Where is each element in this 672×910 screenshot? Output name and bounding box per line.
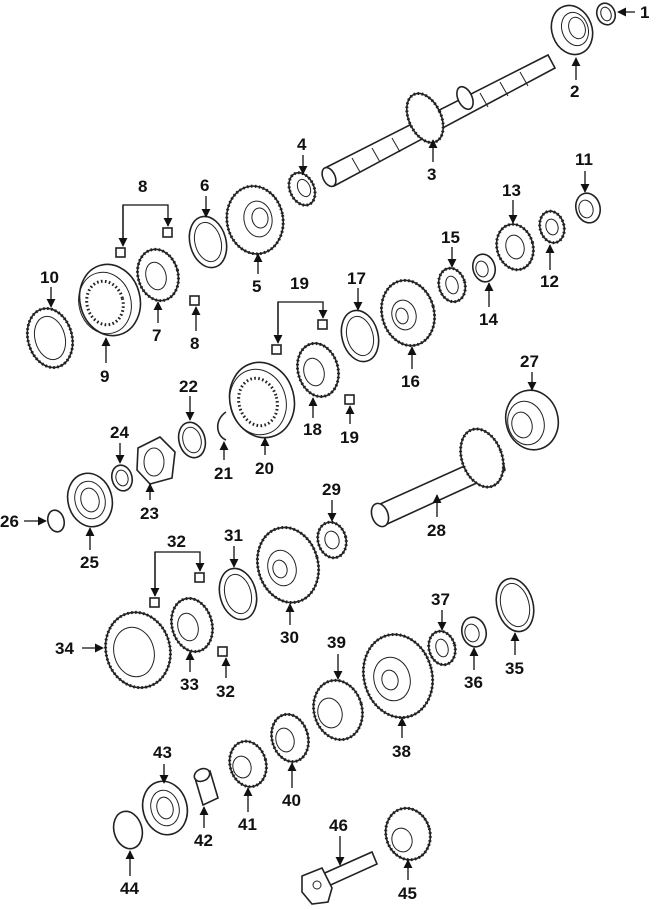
callout-16: 16 xyxy=(401,372,420,391)
callout-21: 21 xyxy=(214,464,233,483)
gear-part-39 xyxy=(312,678,364,742)
bushing-part-42 xyxy=(193,767,219,807)
callout-22: 22 xyxy=(179,377,198,396)
counter-shaft-part-28 xyxy=(370,427,506,528)
callout-23: 23 xyxy=(140,504,159,523)
washer-part-24 xyxy=(110,464,134,492)
callout-39: 39 xyxy=(327,633,346,652)
bearing-part-27 xyxy=(504,389,560,451)
shifting-key-part-19 xyxy=(271,319,355,405)
callout-18: 18 xyxy=(303,420,322,439)
callout-42: 42 xyxy=(194,831,213,850)
callout-14: 14 xyxy=(479,310,498,329)
ring-part-35 xyxy=(495,577,535,633)
callout-8-bottom: 8 xyxy=(190,334,199,353)
needle-bearing-part-4 xyxy=(287,171,317,207)
callout-36: 36 xyxy=(464,673,483,692)
callout-27: 27 xyxy=(520,352,539,371)
callout-12: 12 xyxy=(540,272,559,291)
leader-lines xyxy=(24,7,635,880)
input-shaft-part-3 xyxy=(321,53,557,188)
gear-part-40 xyxy=(270,712,310,764)
callout-2: 2 xyxy=(570,82,579,101)
synchro-sleeve-part-9 xyxy=(78,263,142,337)
gear-part-38 xyxy=(361,632,435,720)
callout-17: 17 xyxy=(347,269,366,288)
callout-19-bottom: 19 xyxy=(340,428,359,447)
synchro-ring-part-10 xyxy=(25,306,75,370)
callout-25: 25 xyxy=(80,553,99,572)
callout-10: 10 xyxy=(40,268,59,287)
callout-8-top: 8 xyxy=(138,177,147,196)
synchro-hub-part-7 xyxy=(136,247,180,303)
callout-13: 13 xyxy=(502,181,521,200)
shifting-key-part-32 xyxy=(149,572,228,657)
needle-bearing-part-29 xyxy=(316,520,348,560)
collar-part-11 xyxy=(574,192,602,224)
synchro-ring-part-17 xyxy=(340,309,380,363)
needle-bearing-part-12 xyxy=(538,209,566,245)
callout-46: 46 xyxy=(329,816,348,835)
callout-41: 41 xyxy=(238,815,257,834)
callout-5: 5 xyxy=(252,277,261,296)
synchro-hub-part-18 xyxy=(295,341,341,399)
callout-11: 11 xyxy=(575,150,593,169)
callout-40: 40 xyxy=(282,791,301,810)
callout-33: 33 xyxy=(180,675,199,694)
gear-part-5 xyxy=(225,184,285,256)
callout-34: 34 xyxy=(55,639,74,658)
ring-part-22 xyxy=(177,421,207,459)
callout-45: 45 xyxy=(398,884,417,903)
collar-part-36 xyxy=(460,616,488,648)
snap-ring-part-26 xyxy=(46,509,66,533)
callout-44: 44 xyxy=(120,879,139,898)
needle-bearing-part-15 xyxy=(437,266,467,304)
callout-3: 3 xyxy=(427,165,436,184)
callout-20: 20 xyxy=(255,459,274,478)
plug-part-44 xyxy=(112,810,144,850)
bearing-part-43 xyxy=(141,780,189,836)
callout-32-top: 32 xyxy=(167,532,186,551)
gear-part-13 xyxy=(495,222,535,272)
synchro-ring-part-6 xyxy=(188,215,228,269)
gear-part-41 xyxy=(228,739,268,789)
callout-26: 26 xyxy=(0,512,19,531)
synchro-ring-part-31 xyxy=(218,567,258,621)
callout-28: 28 xyxy=(427,521,446,540)
gear-part-16 xyxy=(379,278,437,348)
callout-30: 30 xyxy=(280,628,299,647)
callout-1: 1 xyxy=(640,3,649,22)
reverse-idler-gear-part-45 xyxy=(384,806,432,862)
callout-4: 4 xyxy=(297,135,307,154)
retainer-plate-part-23 xyxy=(136,436,176,485)
gear-part-30 xyxy=(255,525,321,605)
needle-bearing-part-37 xyxy=(427,629,457,667)
callout-19-top: 19 xyxy=(290,274,309,293)
synchro-sleeve-part-20 xyxy=(228,361,296,439)
callout-29: 29 xyxy=(322,480,341,499)
callout-6: 6 xyxy=(200,176,209,195)
synchro-hub-part-33 xyxy=(169,596,215,654)
callout-37: 37 xyxy=(431,590,450,609)
callout-38: 38 xyxy=(392,742,411,761)
bearing-part-2 xyxy=(550,4,594,56)
callout-32-bottom: 32 xyxy=(216,682,235,701)
shifting-key-part-8 xyxy=(115,227,200,306)
callout-15: 15 xyxy=(441,228,460,247)
callout-43: 43 xyxy=(153,743,172,762)
snap-ring-part-1 xyxy=(595,2,617,26)
callout-35: 35 xyxy=(505,659,524,678)
callout-9: 9 xyxy=(100,367,109,386)
idler-shaft-part-46 xyxy=(301,850,379,905)
callout-31: 31 xyxy=(224,526,243,545)
callout-24: 24 xyxy=(110,423,129,442)
bearing-part-25 xyxy=(66,472,114,528)
washer-part-14 xyxy=(471,253,497,283)
snap-ring-part-21 xyxy=(216,411,227,441)
callout-7: 7 xyxy=(152,326,161,345)
synchro-sleeve-part-34 xyxy=(104,610,172,690)
